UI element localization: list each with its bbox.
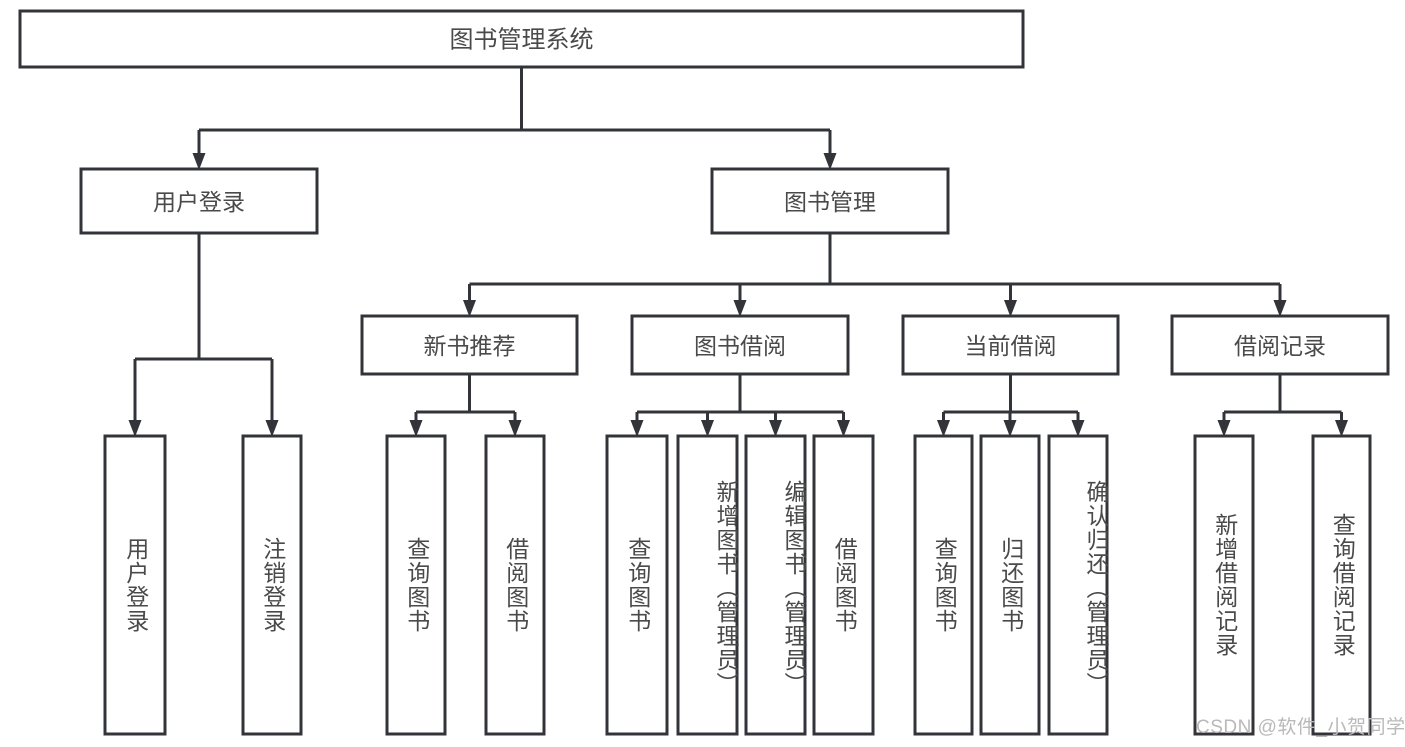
node-root[interactable]: 图书管理系统: [18, 9, 1025, 69]
arrow-head-icon: [463, 300, 476, 317]
node-label: 用户登录: [153, 189, 245, 215]
arrow-head-icon: [733, 300, 747, 317]
node-leaf-query-book[interactable]: [605, 434, 669, 736]
arrow-head-icon: [837, 420, 850, 437]
node-book-borrow[interactable]: 图书借阅: [630, 314, 850, 376]
node-leaf-borrow-book-rec[interactable]: [484, 434, 546, 736]
node-box[interactable]: [484, 434, 546, 736]
connector-group-borrow-record: [1217, 374, 1348, 437]
node-box[interactable]: [1311, 434, 1372, 736]
connector-group-book-borrow: [630, 374, 850, 437]
connector-group-root: [192, 67, 837, 170]
node-box[interactable]: [1170, 314, 1390, 376]
arrow-head-icon: [192, 153, 206, 170]
node-label: 新书推荐: [424, 333, 516, 359]
node-box[interactable]: [1193, 434, 1255, 736]
arrow-head-icon: [769, 420, 782, 437]
node-leaf-add-book[interactable]: [676, 434, 739, 736]
node-leaf-query-record[interactable]: [1311, 434, 1372, 736]
arrow-head-icon: [1003, 420, 1017, 437]
node-label: 图书借阅: [694, 333, 786, 359]
node-current-borrow[interactable]: 当前借阅: [901, 314, 1120, 376]
node-leaf-add-record[interactable]: [1193, 434, 1255, 736]
node-leaf-user-login[interactable]: [103, 434, 167, 736]
connector-group-user-login: [128, 233, 279, 437]
node-box[interactable]: [241, 434, 303, 736]
node-leaf-return-book[interactable]: [979, 434, 1041, 736]
node-box[interactable]: [1047, 434, 1109, 736]
node-box[interactable]: [630, 314, 850, 376]
node-box[interactable]: [18, 9, 1025, 69]
arrow-head-icon: [823, 153, 837, 170]
arrow-head-icon: [701, 420, 714, 437]
arrow-head-icon: [630, 420, 644, 437]
node-leaf-logout[interactable]: [241, 434, 303, 736]
connector-layer: [128, 67, 1348, 437]
arrow-head-icon: [1335, 420, 1348, 437]
node-box[interactable]: [812, 434, 875, 736]
node-user-login[interactable]: 用户登录: [79, 167, 319, 235]
node-box[interactable]: [385, 434, 447, 736]
node-label: 借阅记录: [1234, 333, 1326, 359]
arrow-head-icon: [265, 420, 279, 437]
node-box[interactable]: [913, 434, 974, 736]
node-leaf-edit-book[interactable]: [744, 434, 807, 736]
node-leaf-confirm-return[interactable]: [1047, 434, 1109, 736]
node-box[interactable]: [744, 434, 807, 736]
node-leaf-query-book-cur[interactable]: [913, 434, 974, 736]
node-box[interactable]: [360, 314, 579, 376]
node-leaf-borrow-book[interactable]: [812, 434, 875, 736]
node-box[interactable]: [710, 167, 950, 235]
arrow-head-icon: [128, 420, 142, 437]
watermark-text: CSDN @软件_小贺同学: [1196, 717, 1405, 738]
connector-group-new-book-rec: [409, 374, 522, 437]
node-label: 图书管理系统: [450, 27, 594, 54]
node-box[interactable]: [676, 434, 739, 736]
node-book-manage[interactable]: 图书管理: [710, 167, 950, 235]
node-label: 当前借阅: [965, 333, 1057, 359]
node-new-book-rec[interactable]: 新书推荐: [360, 314, 579, 376]
node-leaf-query-book-rec[interactable]: [385, 434, 447, 736]
connector-group-current-borrow: [937, 374, 1085, 437]
arrow-head-icon: [1217, 420, 1231, 437]
connector-group-book-manage: [463, 233, 1287, 317]
node-borrow-record[interactable]: 借阅记录: [1170, 314, 1390, 376]
arrow-head-icon: [937, 420, 950, 437]
node-label: 图书管理: [784, 189, 876, 215]
arrow-head-icon: [1273, 300, 1287, 317]
node-box[interactable]: [979, 434, 1041, 736]
node-box[interactable]: [605, 434, 669, 736]
arrow-head-icon: [1071, 420, 1085, 437]
node-box[interactable]: [79, 167, 319, 235]
arrow-head-icon: [409, 420, 423, 437]
arrow-head-icon: [508, 420, 522, 437]
arrow-head-icon: [1004, 300, 1017, 317]
node-box[interactable]: [103, 434, 167, 736]
node-box[interactable]: [901, 314, 1120, 376]
